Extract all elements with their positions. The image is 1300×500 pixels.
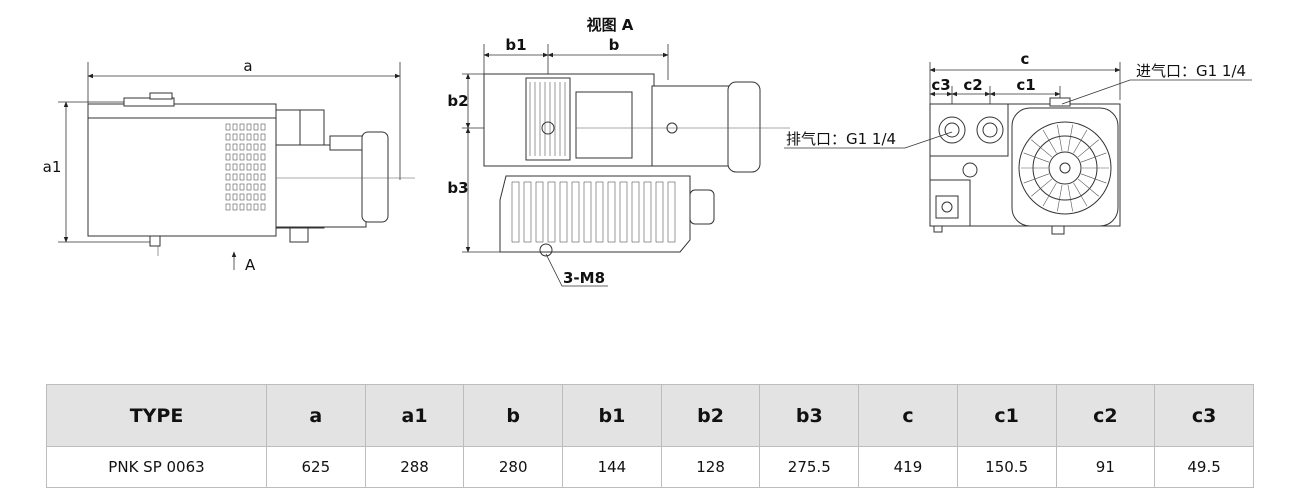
- header-c3: c3: [1154, 384, 1254, 447]
- body-fins: [511, 181, 676, 243]
- header-b1: b1: [562, 384, 662, 447]
- cell-a1: 288: [364, 446, 465, 488]
- vent-grid: [225, 123, 266, 211]
- header-b3: b3: [759, 384, 860, 447]
- dim-c1-label: c1: [1016, 76, 1035, 94]
- inlet-label: 进气口：G1 1/4: [1136, 62, 1246, 80]
- dim-a1-label: a1: [43, 158, 62, 176]
- view-arrow-label: A: [245, 256, 256, 274]
- header-c2: c2: [1055, 384, 1156, 447]
- mount-label: 3-M8: [563, 269, 605, 287]
- header-b2: b2: [660, 384, 761, 447]
- side-view: a a1 A: [43, 57, 415, 274]
- cover-fins: [529, 82, 566, 156]
- cell-b1: 144: [562, 446, 662, 488]
- motor-block: [651, 85, 733, 167]
- header-b: b: [463, 384, 564, 447]
- pump-body: [87, 103, 277, 237]
- header-a: a: [266, 384, 366, 447]
- dim-b1-label: b1: [505, 36, 526, 54]
- cell-a: 625: [266, 446, 366, 488]
- cell-c3: 49.5: [1154, 446, 1254, 488]
- header-c: c: [858, 384, 958, 447]
- view-title: 视图 A: [587, 16, 634, 34]
- dim-a-label: a: [243, 57, 252, 75]
- spec-table: TYPE a a1 b b1 b2 b3 c c1 c2 c3 PNK SP 0…: [46, 384, 1254, 488]
- cell-b3: 275.5: [759, 446, 860, 488]
- header-c1: c1: [956, 384, 1057, 447]
- view-a: 视图 A b1 b b2 b3 3: [447, 16, 790, 287]
- cell-c1: 150.5: [956, 446, 1057, 488]
- header-type: TYPE: [46, 384, 267, 447]
- dim-c2-label: c2: [963, 76, 982, 94]
- cell-c2: 91: [1055, 446, 1156, 488]
- inlet-port: [976, 116, 1004, 144]
- exhaust-label: 排气口：G1 1/4: [786, 130, 896, 148]
- motor-housing: [275, 144, 367, 228]
- header-a1: a1: [364, 384, 465, 447]
- exhaust-port: [938, 116, 966, 144]
- pump-lower-body: [499, 175, 691, 253]
- cell-b2: 128: [660, 446, 761, 488]
- dim-b3-label: b3: [447, 179, 468, 197]
- fan-cover: [1011, 107, 1119, 227]
- cell-b: 280: [463, 446, 564, 488]
- dim-b-label: b: [609, 36, 620, 54]
- front-view: c c3 c2 c1 进气口：G1 1/4: [784, 50, 1252, 235]
- technical-drawing: a a1 A 视图 A b1: [43, 16, 1252, 287]
- cell-c: 419: [858, 446, 958, 488]
- cell-type: PNK SP 0063: [46, 446, 267, 488]
- fan-grille: [1021, 124, 1109, 212]
- dim-c3-label: c3: [931, 76, 950, 94]
- spec-header-row: TYPE a a1 b b1 b2 b3 c c1 c2 c3: [46, 384, 1254, 447]
- table-row: PNK SP 0063 625 288 280 144 128 275.5 41…: [46, 446, 1254, 488]
- dim-b2-label: b2: [447, 92, 468, 110]
- dim-c-label: c: [1021, 50, 1030, 68]
